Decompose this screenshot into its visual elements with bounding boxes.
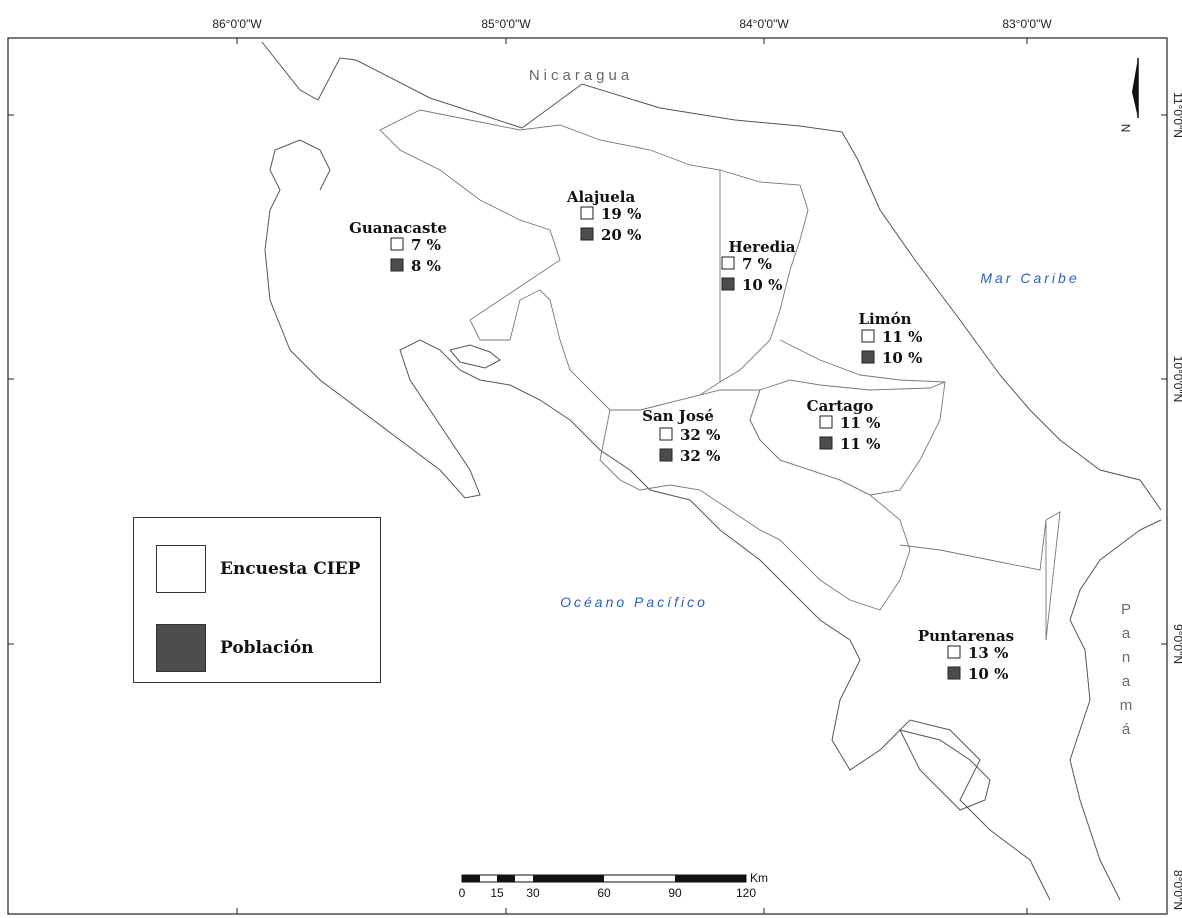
legend-population-swatch bbox=[156, 624, 206, 672]
scale-tick-60: 60 bbox=[597, 886, 611, 900]
survey-percent: 19 % bbox=[601, 205, 641, 223]
survey-swatch bbox=[721, 256, 735, 270]
population-percent: 10 % bbox=[882, 349, 922, 367]
scale-tick-15: 15 bbox=[490, 886, 504, 900]
lat-label-9n: 9°0'0"N bbox=[1171, 624, 1182, 664]
province-name: Puntarenas bbox=[918, 627, 1014, 645]
legend-population-label: Población bbox=[220, 638, 314, 658]
population-swatch bbox=[861, 350, 875, 364]
legend: Encuesta CIEP Población bbox=[133, 517, 381, 683]
scale-tick-90: 90 bbox=[668, 886, 682, 900]
population-percent: 11 % bbox=[840, 435, 880, 453]
label-oceano-pacifico: Océano Pacífico bbox=[560, 594, 708, 610]
population-swatch bbox=[580, 227, 594, 241]
survey-percent: 13 % bbox=[968, 644, 1008, 662]
legend-survey-label: Encuesta CIEP bbox=[220, 559, 361, 579]
survey-percent: 7 % bbox=[742, 255, 772, 273]
scale-unit: Km bbox=[750, 871, 768, 885]
population-swatch bbox=[390, 258, 404, 272]
map-frame bbox=[7, 37, 1168, 915]
alajuela-boundary bbox=[379, 109, 721, 411]
province-name: San José bbox=[642, 407, 714, 425]
scale-bar: 0 15 30 60 90 120 Km bbox=[459, 871, 768, 900]
coastline bbox=[261, 41, 1162, 901]
population-swatch bbox=[721, 277, 735, 291]
gulf-of-nicoya-outline bbox=[449, 344, 501, 369]
survey-swatch bbox=[947, 645, 961, 659]
survey-percent: 32 % bbox=[680, 426, 720, 444]
lat-label-11n: 11°0'0"N bbox=[1171, 92, 1182, 138]
survey-percent: 7 % bbox=[411, 236, 441, 254]
scale-tick-30: 30 bbox=[526, 886, 540, 900]
population-percent: 8 % bbox=[411, 257, 441, 275]
province-name: Guanacaste bbox=[349, 219, 447, 237]
population-swatch bbox=[819, 436, 833, 450]
label-panama: P a n a m á bbox=[1120, 601, 1137, 738]
san-jose-boundary bbox=[599, 389, 911, 611]
lon-label-86w: 86°0'0"W bbox=[212, 17, 262, 31]
limon-boundary bbox=[779, 339, 946, 383]
province-name: Cartago bbox=[807, 397, 874, 415]
population-percent: 10 % bbox=[968, 665, 1008, 683]
province-boundaries bbox=[379, 109, 1061, 641]
survey-swatch bbox=[861, 329, 875, 343]
population-swatch bbox=[947, 666, 961, 680]
north-arrow: N bbox=[1119, 58, 1139, 133]
province-name: Limón bbox=[858, 310, 911, 328]
label-panama-letter: a bbox=[1122, 673, 1134, 690]
label-panama-letter: a bbox=[1122, 625, 1134, 642]
legend-survey-swatch bbox=[156, 545, 206, 593]
survey-swatch bbox=[659, 427, 673, 441]
province-name: Heredia bbox=[728, 238, 795, 256]
label-panama-letter: á bbox=[1122, 721, 1134, 738]
scale-tick-0: 0 bbox=[459, 886, 466, 900]
lon-label-85w: 85°0'0"W bbox=[481, 17, 531, 31]
lon-label-83w: 83°0'0"W bbox=[1002, 17, 1052, 31]
population-percent: 20 % bbox=[601, 226, 641, 244]
scale-tick-120: 120 bbox=[736, 886, 756, 900]
survey-percent: 11 % bbox=[882, 328, 922, 346]
survey-percent: 11 % bbox=[840, 414, 880, 432]
province-name: Alajuela bbox=[566, 188, 636, 206]
lat-label-8n: 8°0'0"N bbox=[1171, 870, 1182, 910]
legend-population-row: Población bbox=[156, 624, 314, 672]
legend-survey-row: Encuesta CIEP bbox=[156, 545, 360, 593]
lat-label-10n: 10°0'0"N bbox=[1171, 356, 1182, 403]
survey-swatch bbox=[819, 415, 833, 429]
heredia-boundary bbox=[719, 169, 809, 383]
label-panama-letter: m bbox=[1120, 697, 1137, 714]
lon-label-84w: 84°0'0"W bbox=[739, 17, 789, 31]
population-percent: 10 % bbox=[742, 276, 782, 294]
population-percent: 32 % bbox=[680, 447, 720, 465]
population-swatch bbox=[659, 448, 673, 462]
costa-rica-outline bbox=[261, 41, 1162, 901]
label-mar-caribe: Mar Caribe bbox=[980, 270, 1079, 286]
graticule-ticks bbox=[8, 38, 1167, 914]
panama-border bbox=[1045, 511, 1061, 641]
north-arrow-icon bbox=[1132, 58, 1138, 118]
osa-peninsula-outline bbox=[899, 729, 991, 811]
puntarenas-boundary bbox=[899, 519, 1047, 640]
survey-swatch bbox=[390, 237, 404, 251]
label-panama-letter: P bbox=[1121, 601, 1135, 618]
survey-swatch bbox=[580, 206, 594, 220]
label-nicaragua: Nicaragua bbox=[529, 67, 633, 84]
north-arrow-label: N bbox=[1119, 124, 1133, 133]
label-panama-letter: n bbox=[1122, 649, 1134, 666]
